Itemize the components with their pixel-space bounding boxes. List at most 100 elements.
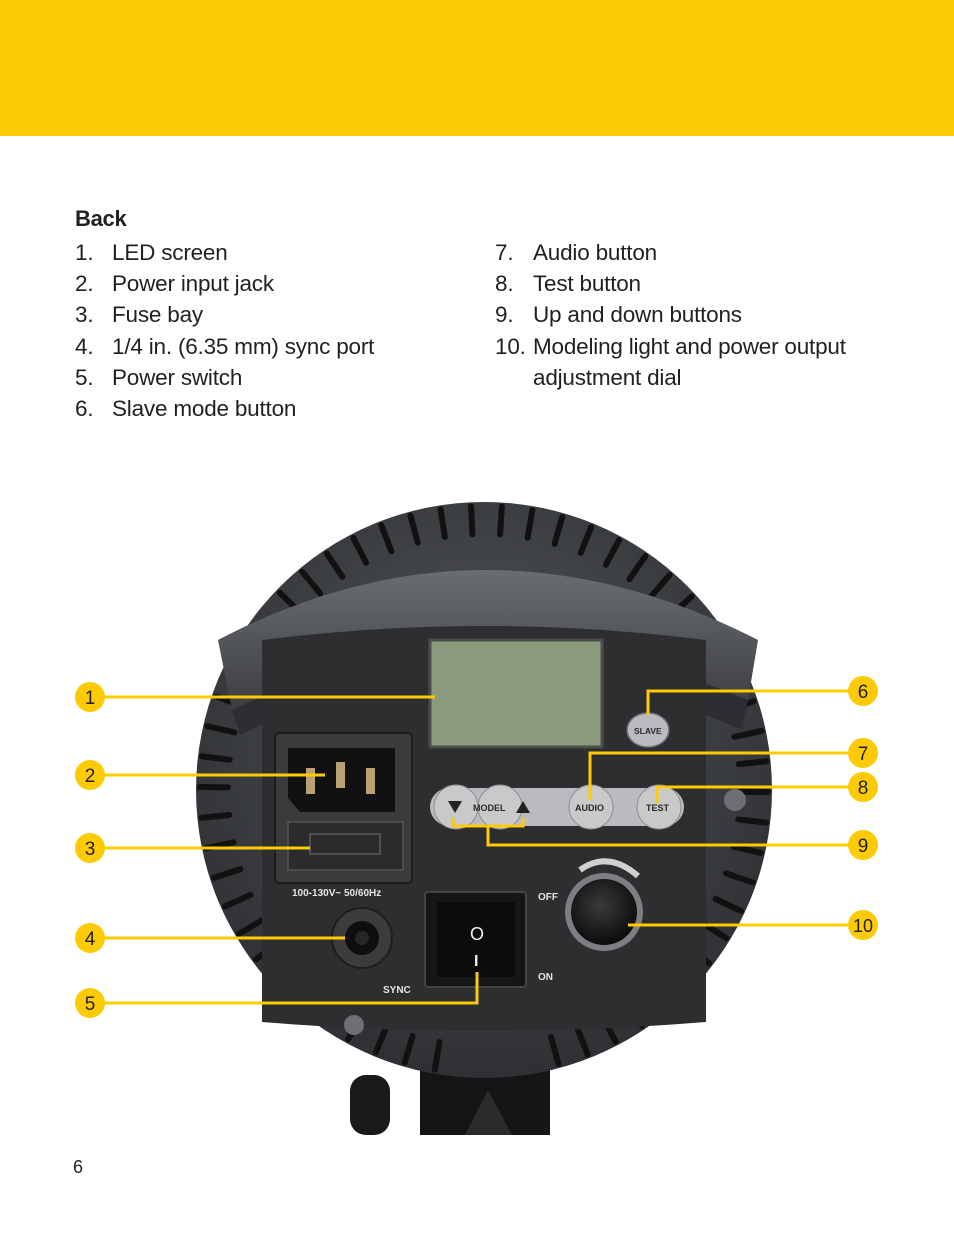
switch-off-symbol: O [470, 924, 484, 944]
on-label: ON [538, 972, 553, 983]
section-heading: Back [75, 206, 127, 231]
test-button[interactable] [636, 784, 682, 830]
vent-slot [378, 522, 395, 555]
adjustment-dial[interactable] [565, 873, 643, 951]
callout-5: 5 [75, 988, 105, 1018]
page-number: 6 [73, 1157, 84, 1177]
vent-slot [407, 512, 421, 546]
device-back-figure: 100-130V~ 50/60Hz SYNC O I OFF ON SLAVE … [75, 502, 878, 1135]
dial-arc-indicator [578, 858, 640, 879]
item-label: LED screen [112, 240, 228, 265]
vent-slot [350, 534, 370, 566]
callout-6: 6 [848, 676, 878, 706]
vent-slot [731, 727, 765, 740]
slave-label: SLAVE [634, 726, 662, 736]
screw-icon [724, 789, 746, 811]
svg-text:1: 1 [85, 688, 96, 709]
item-number: 2. [75, 271, 94, 297]
svg-text:7: 7 [858, 744, 869, 765]
vent-slot [236, 916, 267, 937]
sync-label: SYNC [383, 985, 411, 996]
item-label: 1/4 in. (6.35 mm) sync port [112, 333, 375, 359]
svg-text:4: 4 [85, 929, 96, 950]
vent-slot [548, 1034, 562, 1068]
vent-slot [198, 811, 233, 821]
parts-list-left: 1.LED screen 2. Power input jack 3. Fuse b… [75, 237, 455, 424]
vent-slot [372, 1023, 390, 1056]
vent-slot [299, 568, 324, 597]
sync-port [331, 907, 393, 969]
vent-slot [730, 843, 764, 856]
vent-slot [735, 816, 770, 826]
list-item: 3. Fuse bay [75, 299, 455, 330]
vent-slot [198, 753, 233, 763]
svg-text:3: 3 [85, 839, 96, 860]
svg-text:10: 10 [853, 916, 873, 936]
leader-lines [103, 689, 850, 1005]
down-arrow-icon [448, 801, 462, 813]
list-item: 10. Modeling light and power output [495, 331, 915, 362]
item-number: 8. [495, 271, 514, 297]
item-label: Fuse bay [112, 302, 203, 328]
list-item: 2. Power input jack [75, 268, 455, 299]
vent-slot [735, 758, 770, 768]
callout-4: 4 [75, 923, 105, 953]
svg-text:6: 6 [858, 682, 869, 703]
item-label: Test button [533, 271, 641, 297]
vent-slot [574, 1025, 591, 1058]
vent-slot [602, 537, 623, 568]
audio-label: AUDIO [575, 803, 604, 813]
vent-slot [210, 866, 244, 881]
vent-slot [431, 1039, 443, 1073]
list-item: 7. Audio button [495, 237, 915, 268]
item-label: Slave mode button [112, 395, 297, 421]
list-item: 5. Power switch [75, 362, 455, 393]
item-label: Up and down buttons [533, 302, 742, 328]
list-item: 1.LED screen [75, 237, 455, 268]
slave-button[interactable]: SLAVE [626, 712, 670, 748]
vent-slot [577, 524, 595, 556]
item-label: Power input jack [112, 271, 274, 297]
vent-slot [626, 553, 649, 583]
switch-on-symbol: I [474, 953, 478, 970]
vent-slot [524, 507, 536, 541]
model-label: MODEL [473, 803, 506, 813]
vent-slot [497, 503, 505, 538]
vent-slot [323, 550, 346, 580]
item-number: 10. [495, 333, 526, 359]
item-label: Power switch [112, 364, 243, 390]
vent-slot [437, 506, 448, 541]
svg-text:9: 9 [858, 836, 869, 857]
item-label: Audio button [533, 240, 657, 265]
item-number: 4. [75, 333, 94, 359]
voltage-label: 100-130V~ 50/60Hz [292, 888, 381, 899]
power-switch[interactable]: O I [424, 891, 527, 988]
list-item: 6.Slave mode button [75, 393, 455, 424]
svg-text:2: 2 [85, 766, 96, 787]
led-screen [428, 638, 604, 749]
svg-text:8: 8 [858, 778, 869, 799]
vent-slot [468, 503, 476, 538]
item-label-line2: adjustment dial [533, 364, 682, 390]
callout-10: 10 [848, 910, 878, 940]
vent-slot [723, 870, 756, 886]
callout-3: 3 [75, 833, 105, 863]
header-band [0, 0, 954, 136]
vent-slot [221, 891, 254, 910]
callout-7: 7 [848, 738, 878, 768]
item-number: 7. [495, 240, 514, 265]
item-number: 3. [75, 302, 94, 328]
list-item: 4. 1/4 in. (6.35 mm) sync port [75, 331, 455, 362]
list-item: 9. Up and down buttons [495, 299, 915, 330]
vent-slot [712, 895, 744, 914]
item-label: Modeling light and power output [533, 333, 846, 359]
item-number: 9. [495, 302, 514, 328]
callout-2: 2 [75, 760, 105, 790]
off-label: OFF [538, 892, 558, 903]
list-item-continuation: adjustment dial [495, 362, 915, 393]
item-number: 5. [75, 364, 94, 390]
svg-text:5: 5 [85, 994, 96, 1015]
vent-slot [551, 514, 566, 547]
callout-9: 9 [848, 830, 878, 860]
parts-list-right: 7. Audio button 8. Test button 9. Up and do… [495, 237, 915, 393]
